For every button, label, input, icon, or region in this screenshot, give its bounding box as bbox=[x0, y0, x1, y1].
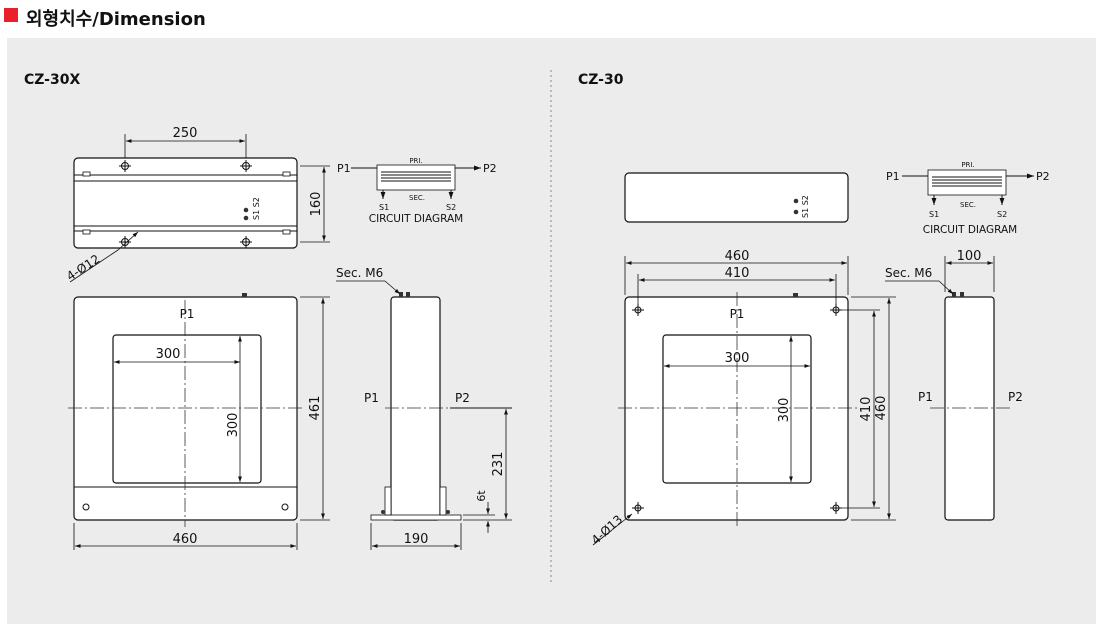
cz30-sec-label: Sec. M6 bbox=[885, 266, 932, 280]
cz30x-center-height: 231 bbox=[491, 452, 506, 477]
cz30x-circuit-p2: P2 bbox=[483, 162, 497, 175]
cz30-hole-note: 4-Ø13 bbox=[589, 512, 626, 547]
cz30-top-view bbox=[624, 172, 849, 223]
cz30-hole-spacing: 410 bbox=[725, 266, 750, 281]
cz30x-circuit-p1: P1 bbox=[337, 162, 351, 175]
page-title: 외형치수/Dimension bbox=[26, 9, 206, 30]
cz30-front-height: 460 bbox=[874, 396, 889, 421]
cz30x-terminal-label: S1 S2 bbox=[252, 197, 261, 220]
cz30x-front-view bbox=[68, 293, 305, 527]
cz30x-window-height: 300 bbox=[226, 413, 241, 438]
cz30-terminal-label: S1 S2 bbox=[801, 195, 810, 218]
model-label-cz30x: CZ-30X bbox=[24, 72, 80, 88]
cz30x-side-p1: P1 bbox=[364, 391, 379, 405]
cz30x-thickness: 6t bbox=[475, 490, 488, 502]
cz30x-front-height: 461 bbox=[308, 396, 323, 421]
cz30x-window-width: 300 bbox=[156, 347, 181, 362]
cz30-circuit-p1: P1 bbox=[886, 170, 900, 183]
cz30-circuit-diagram bbox=[902, 169, 1034, 205]
cz30x-side-p2: P2 bbox=[455, 391, 470, 405]
cz30-circuit-s2: S2 bbox=[997, 210, 1007, 219]
cz30x-hole-spacing: 250 bbox=[173, 126, 198, 141]
cz30x-circuit-s2: S2 bbox=[446, 203, 456, 212]
cz30x-circuit-s1: S1 bbox=[379, 203, 389, 212]
cz30-window-height: 300 bbox=[777, 398, 792, 423]
cz30x-circuit-caption: CIRCUIT DIAGRAM bbox=[369, 213, 464, 225]
cz30-front-view bbox=[618, 292, 858, 527]
cz30x-top-view bbox=[73, 157, 298, 249]
cz30-outer-width: 460 bbox=[725, 249, 750, 264]
cz30-side-p2: P2 bbox=[1008, 390, 1023, 404]
cz30x-circuit-diagram bbox=[351, 164, 481, 199]
cz30-circuit-pri: PRI. bbox=[961, 161, 974, 169]
cz30x-front-p1: P1 bbox=[180, 307, 195, 321]
cz30-side-view bbox=[930, 292, 1010, 521]
cz30-front-p1: P1 bbox=[730, 307, 745, 321]
model-label-cz30: CZ-30 bbox=[578, 72, 624, 88]
cz30-circuit-s1: S1 bbox=[929, 210, 939, 219]
cz30x-front-width: 460 bbox=[173, 532, 198, 547]
header: 외형치수/Dimension bbox=[0, 0, 1100, 38]
cz30x-hole-note: 4-Ø12 bbox=[64, 252, 102, 284]
cz30-hole-height: 410 bbox=[859, 397, 874, 422]
cz30x-circuit-sec: SEC. bbox=[409, 194, 425, 202]
cz30-window-width: 300 bbox=[725, 351, 750, 366]
cz30x-circuit-pri: PRI. bbox=[409, 157, 422, 165]
cz30x-depth: 190 bbox=[404, 532, 429, 547]
cz30-side-p1: P1 bbox=[918, 390, 933, 404]
cz30-circuit-p2: P2 bbox=[1036, 170, 1050, 183]
cz30-depth: 100 bbox=[957, 249, 982, 264]
cz30x-side-view bbox=[370, 292, 512, 521]
cz30-circuit-caption: CIRCUIT DIAGRAM bbox=[923, 224, 1018, 236]
cz30-circuit-sec: SEC. bbox=[960, 201, 976, 209]
title-marker bbox=[4, 8, 18, 22]
cz30x-sec-label: Sec. M6 bbox=[336, 266, 383, 280]
cz30x-top-height: 160 bbox=[309, 192, 324, 217]
